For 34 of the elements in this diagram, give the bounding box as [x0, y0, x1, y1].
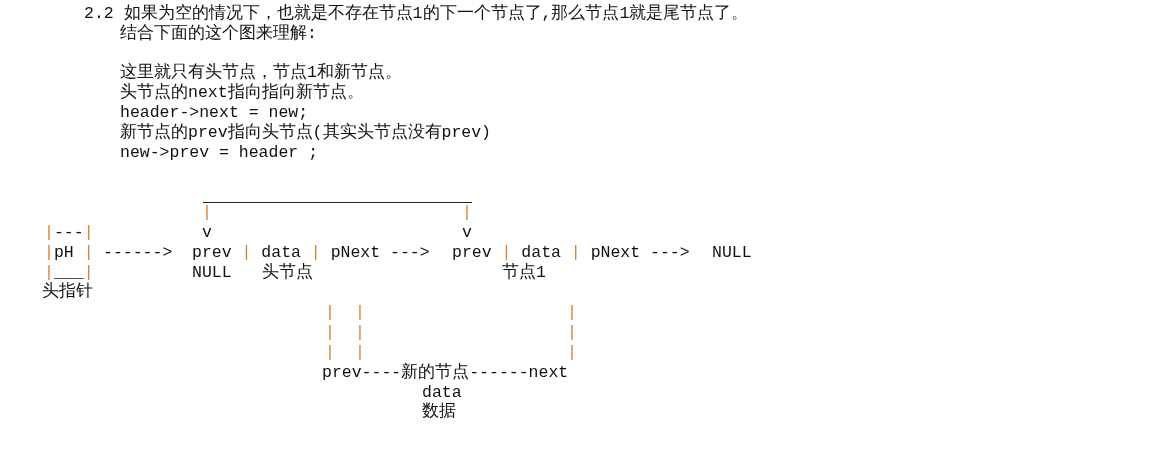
ascii-line: |	[355, 323, 365, 343]
ascii-arrowhead: v	[462, 223, 472, 243]
ascii-box-bottom: |___|	[44, 263, 94, 282]
paragraph-text: 新节点的prev指向头节点(其实头节点没有prev)	[120, 123, 492, 143]
ascii-arrow: ------>	[103, 243, 173, 263]
paragraph-text: 结合下面的这个图来理解:	[120, 24, 317, 44]
field-name: data	[422, 383, 462, 402]
ascii-line: |	[325, 323, 335, 343]
new-node-text: prev----新的节点------next	[322, 363, 569, 383]
ascii-line: |	[567, 303, 577, 323]
node-name: 节点1	[502, 263, 546, 283]
ascii-box-text: |pH |	[44, 243, 94, 263]
ascii-line: |	[325, 303, 335, 323]
ascii-line: |	[462, 203, 472, 223]
code-line: header->next = new;	[120, 103, 309, 123]
paragraph-text: 2.2 如果为空的情况下，也就是不存在节点1的下一个节点了,那么节点1就是尾节点了。	[84, 4, 749, 24]
paragraph-text: 这里就只有头节点，节点1和新节点。	[120, 63, 402, 83]
ascii-arrowhead: v	[202, 223, 212, 243]
paragraph-text: 头节点的next指向指向新节点。	[120, 83, 364, 103]
node-fields-text: prev | data | pNext --->	[192, 243, 430, 263]
code-line: new->prev = header ;	[120, 143, 319, 163]
ascii-line: |	[355, 343, 365, 363]
ascii-line: |	[567, 343, 577, 363]
field-name: 数据	[422, 402, 456, 422]
ascii-line: |	[325, 343, 335, 363]
ascii-line: |	[355, 303, 365, 323]
pointer-name: 头指针	[42, 282, 93, 302]
node-name: 头节点	[262, 263, 313, 283]
node-fields-text: prev | data | pNext --->	[452, 243, 690, 263]
ascii-line: |	[567, 323, 577, 343]
null-text: NULL	[192, 263, 232, 283]
ascii-box-top: |---|	[44, 223, 94, 243]
null-text: NULL	[712, 243, 752, 263]
ascii-line: |	[202, 203, 212, 223]
